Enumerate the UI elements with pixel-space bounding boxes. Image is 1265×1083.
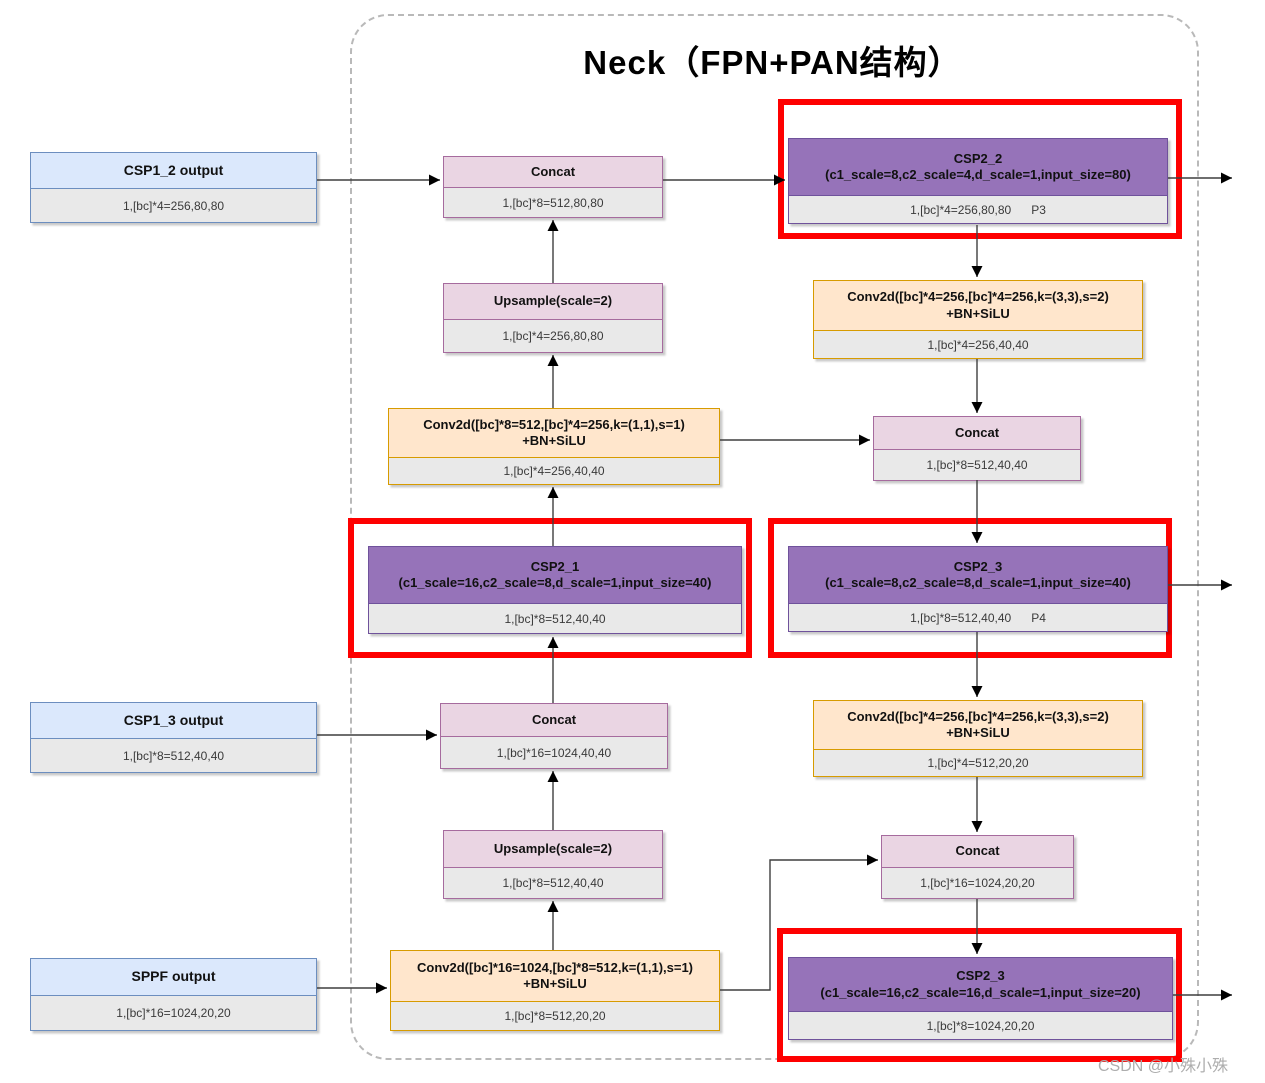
node-label: Conv2d([bc]*4=256,[bc]*4=256,k=(3,3),s=2… (847, 289, 1109, 305)
node-dim: 1,[bc]*8=512,40,40 (926, 458, 1028, 472)
highlight-box-csp2_3-mid (768, 518, 1172, 658)
node-concat-top: Concat 1,[bc]*8=512,80,80 (443, 156, 663, 218)
node-label: Conv2d([bc]*16=1024,[bc]*8=512,k=(1,1),s… (416, 959, 694, 975)
node-label: CSP1_3 output (123, 711, 224, 728)
node-conv-p3: Conv2d([bc]*4=256,[bc]*4=256,k=(3,3),s=2… (813, 280, 1143, 359)
node-concat-bottom: Concat 1,[bc]*16=1024,20,20 (881, 835, 1074, 899)
node-label: Upsample(scale=2) (493, 293, 613, 309)
node-upsample-low: Upsample(scale=2) 1,[bc]*8=512,40,40 (443, 830, 663, 899)
node-dim: 1,[bc]*4=512,20,20 (927, 756, 1029, 770)
node-label: Upsample(scale=2) (493, 840, 613, 856)
node-dim: 1,[bc]*4=256,80,80 (122, 198, 225, 213)
node-dim: 1,[bc]*8=512,80,80 (502, 195, 604, 210)
node-dim: 1,[bc]*8=512,40,40 (504, 611, 606, 626)
node-dim: 1,[bc]*4=256,80,80 (502, 329, 604, 343)
node-label-line2: +BN+SiLU (522, 433, 586, 448)
highlight-box-csp2_2 (778, 99, 1182, 239)
node-csp2_3-bottom: CSP2_3 (c1_scale=16,c2_scale=16,d_scale=… (788, 957, 1173, 1040)
node-dim: 1,[bc]*16=1024,40,40 (496, 745, 612, 760)
node-dim: 1,[bc]*4=256,80,80 (910, 202, 1012, 217)
node-csp1_3-output: CSP1_3 output 1,[bc]*8=512,40,40 (30, 702, 317, 773)
node-label: Conv2d([bc]*4=256,[bc]*4=256,k=(3,3),s=2… (847, 708, 1109, 724)
node-params: (c1_scale=16,c2_scale=8,d_scale=1,input_… (398, 575, 712, 590)
node-label: CSP1_2 output (123, 161, 224, 178)
node-dim: 1,[bc]*8=512,20,20 (504, 1009, 606, 1023)
node-conv-p4: Conv2d([bc]*4=256,[bc]*4=256,k=(3,3),s=2… (813, 700, 1143, 777)
node-dim: 1,[bc]*4=256,40,40 (503, 464, 605, 478)
node-dim: 1,[bc]*16=1024,20,20 (116, 1006, 231, 1020)
node-dim: 1,[bc]*16=1024,20,20 (920, 876, 1035, 890)
node-label: Conv2d([bc]*8=512,[bc]*4=256,k=(1,1),s=1… (423, 416, 685, 432)
pyramid-level-tag: P4 (1031, 610, 1046, 625)
node-label-line2: +BN+SiLU (946, 305, 1010, 321)
node-params: (c1_scale=8,c2_scale=4,d_scale=1,input_s… (825, 167, 1131, 182)
node-csp1_2-output: CSP1_2 output 1,[bc]*4=256,80,80 (30, 152, 317, 223)
node-label: SPPF output (131, 968, 216, 985)
node-csp2_2: CSP2_2 (c1_scale=8,c2_scale=4,d_scale=1,… (788, 138, 1168, 224)
node-params: (c1_scale=16,c2_scale=16,d_scale=1,input… (820, 984, 1141, 1000)
node-concat-low: Concat 1,[bc]*16=1024,40,40 (440, 703, 668, 769)
node-label-line2: +BN+SiLU (946, 725, 1010, 740)
csdn-watermark: CSDN @小殊小殊 (1098, 1058, 1229, 1075)
node-concat-mid: Concat 1,[bc]*8=512,40,40 (873, 416, 1081, 481)
node-label: Concat (531, 711, 577, 727)
node-label: CSP2_3 (956, 968, 1005, 984)
node-conv-mid: Conv2d([bc]*8=512,[bc]*4=256,k=(1,1),s=1… (388, 408, 720, 485)
node-label: Concat (955, 843, 1000, 859)
node-dim: 1,[bc]*4=256,40,40 (927, 337, 1029, 352)
pyramid-level-tag: P3 (1031, 202, 1046, 217)
node-conv-bottom: Conv2d([bc]*16=1024,[bc]*8=512,k=(1,1),s… (390, 950, 720, 1031)
node-sppf-output: SPPF output 1,[bc]*16=1024,20,20 (30, 958, 317, 1031)
node-label-line2: +BN+SiLU (523, 976, 587, 991)
highlight-box-csp2_1 (348, 518, 752, 658)
node-params: (c1_scale=8,c2_scale=8,d_scale=1,input_s… (825, 575, 1131, 590)
node-dim: 1,[bc]*8=512,40,40 (502, 876, 604, 890)
node-label: Concat (530, 163, 576, 179)
node-upsample-top: Upsample(scale=2) 1,[bc]*4=256,80,80 (443, 283, 663, 353)
node-label: CSP2_3 (953, 558, 1003, 574)
node-dim: 1,[bc]*8=512,40,40 (122, 748, 225, 763)
node-dim: 1,[bc]*8=512,40,40 (910, 610, 1012, 625)
node-csp2_3-mid: CSP2_3 (c1_scale=8,c2_scale=8,d_scale=1,… (788, 546, 1168, 632)
node-label: Concat (954, 424, 1000, 440)
node-label: CSP2_1 (530, 558, 580, 574)
node-dim: 1,[bc]*8=1024,20,20 (926, 1018, 1035, 1033)
node-csp2_1: CSP2_1 (c1_scale=16,c2_scale=8,d_scale=1… (368, 546, 742, 634)
diagram-title: Neck（FPN+PAN结构） (583, 44, 962, 81)
node-label: CSP2_2 (953, 150, 1003, 166)
